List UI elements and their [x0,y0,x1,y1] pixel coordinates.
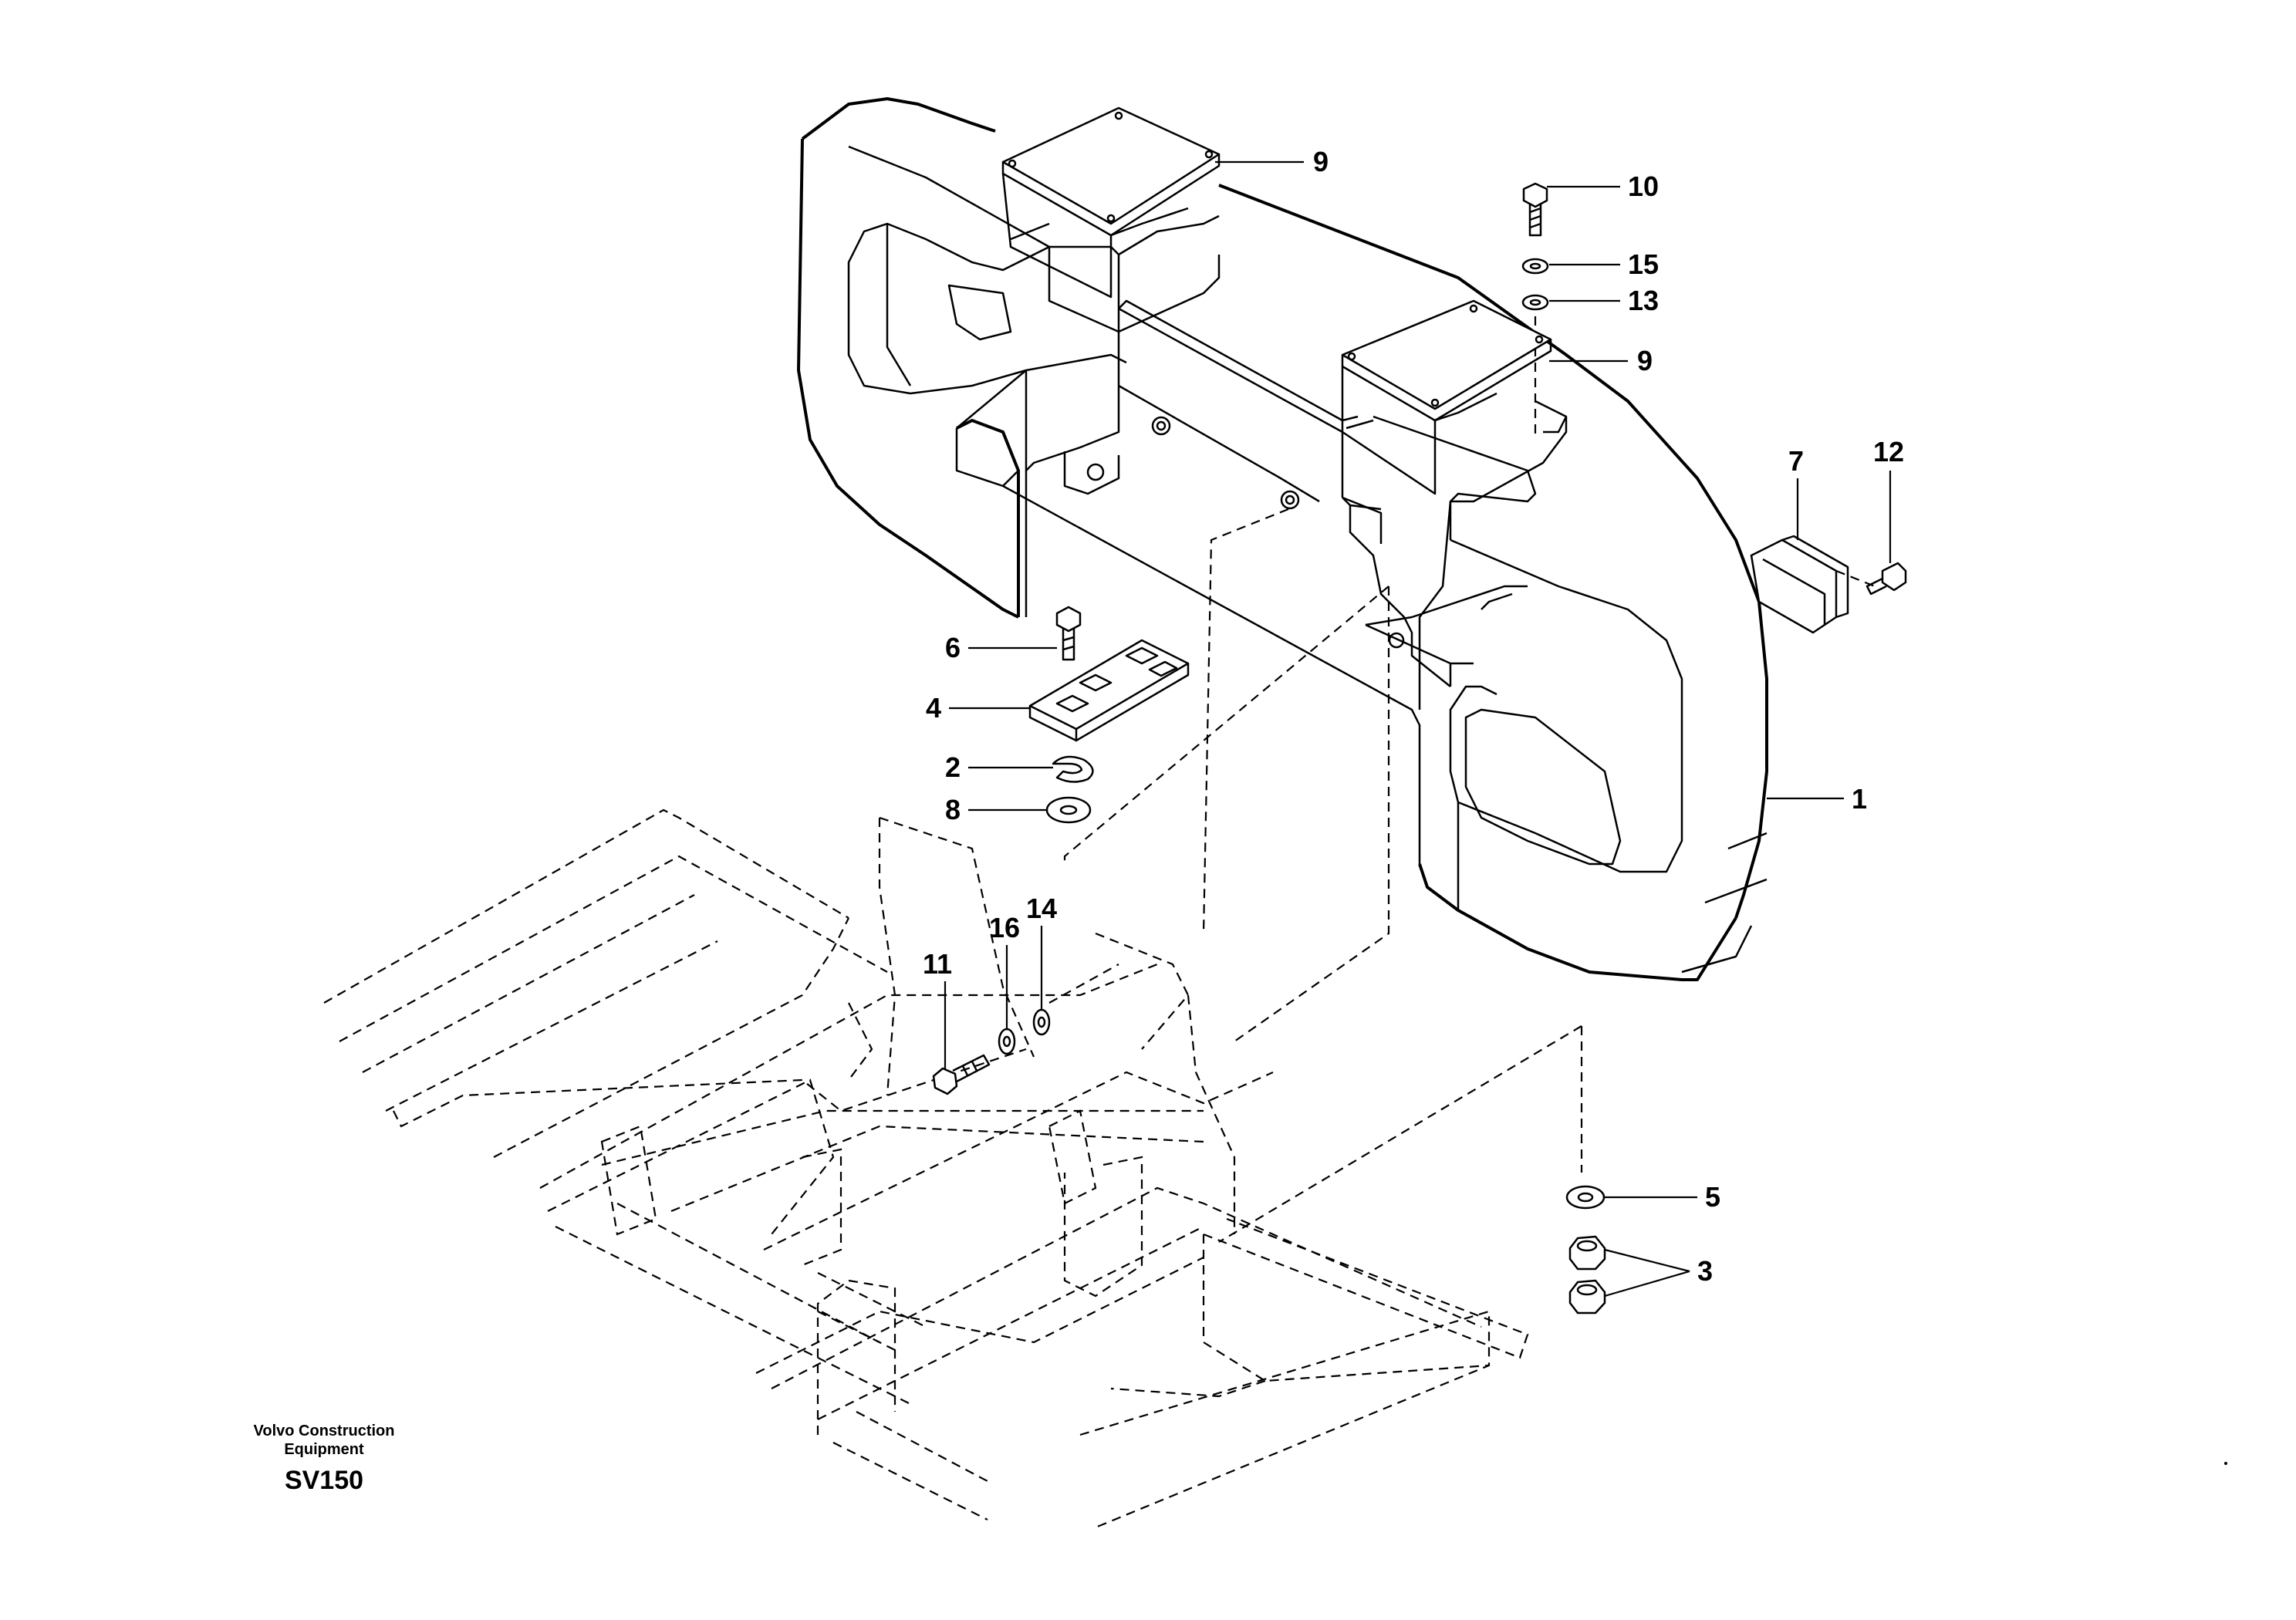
washer-5 [1565,1185,1606,1210]
washer-15 [1521,258,1549,275]
callout-9-right: 9 [1637,345,1653,376]
cover-plate-9-left [1001,106,1221,299]
stray-dot [2224,1462,2227,1465]
spring-washer-16 [998,1028,1016,1055]
callout-15: 15 [1628,248,1659,280]
bolt-6 [1055,606,1082,661]
counterweight-body [797,97,1768,981]
callout-6: 6 [945,632,961,663]
callout-3: 3 [1697,1255,1713,1287]
washer-13 [1521,294,1549,311]
callout-11: 11 [923,948,952,980]
washer-14 [1032,1008,1051,1036]
callout-1: 1 [1852,783,1867,815]
leader-lines [944,160,1892,1298]
callout-labels: 9 10 15 13 9 7 12 1 6 4 2 8 11 16 14 5 3 [923,146,1904,1287]
frame-dashed-outline [323,301,1876,1529]
diagram-code: SV150 [284,1466,364,1495]
bolt-12 [1866,562,1907,596]
nut-3-lower [1568,1279,1606,1315]
bolt-11 [932,1054,991,1095]
cover-7 [1750,535,1849,634]
callout-8: 8 [945,794,961,825]
callout-9-top: 9 [1313,146,1329,177]
callout-7: 7 [1788,445,1804,477]
callout-12: 12 [1873,436,1904,467]
callout-14: 14 [1026,893,1057,924]
callout-4: 4 [926,692,941,724]
brand-line-2: Equipment [284,1441,364,1458]
washer-8 [1045,796,1092,824]
callout-2: 2 [945,751,961,783]
callout-10: 10 [1628,170,1659,202]
callout-5: 5 [1705,1181,1720,1213]
u-clip-2 [1052,755,1094,783]
diagram-caption: Volvo Construction Equipment SV150 [231,1422,417,1497]
callout-13: 13 [1628,285,1659,316]
brand-line-1: Volvo Construction [253,1423,395,1439]
bolt-10 [1522,182,1548,237]
cover-plate-9-right [1341,299,1552,495]
nut-3-upper [1568,1235,1606,1271]
callout-16: 16 [989,912,1020,943]
plate-4 [1028,639,1190,742]
